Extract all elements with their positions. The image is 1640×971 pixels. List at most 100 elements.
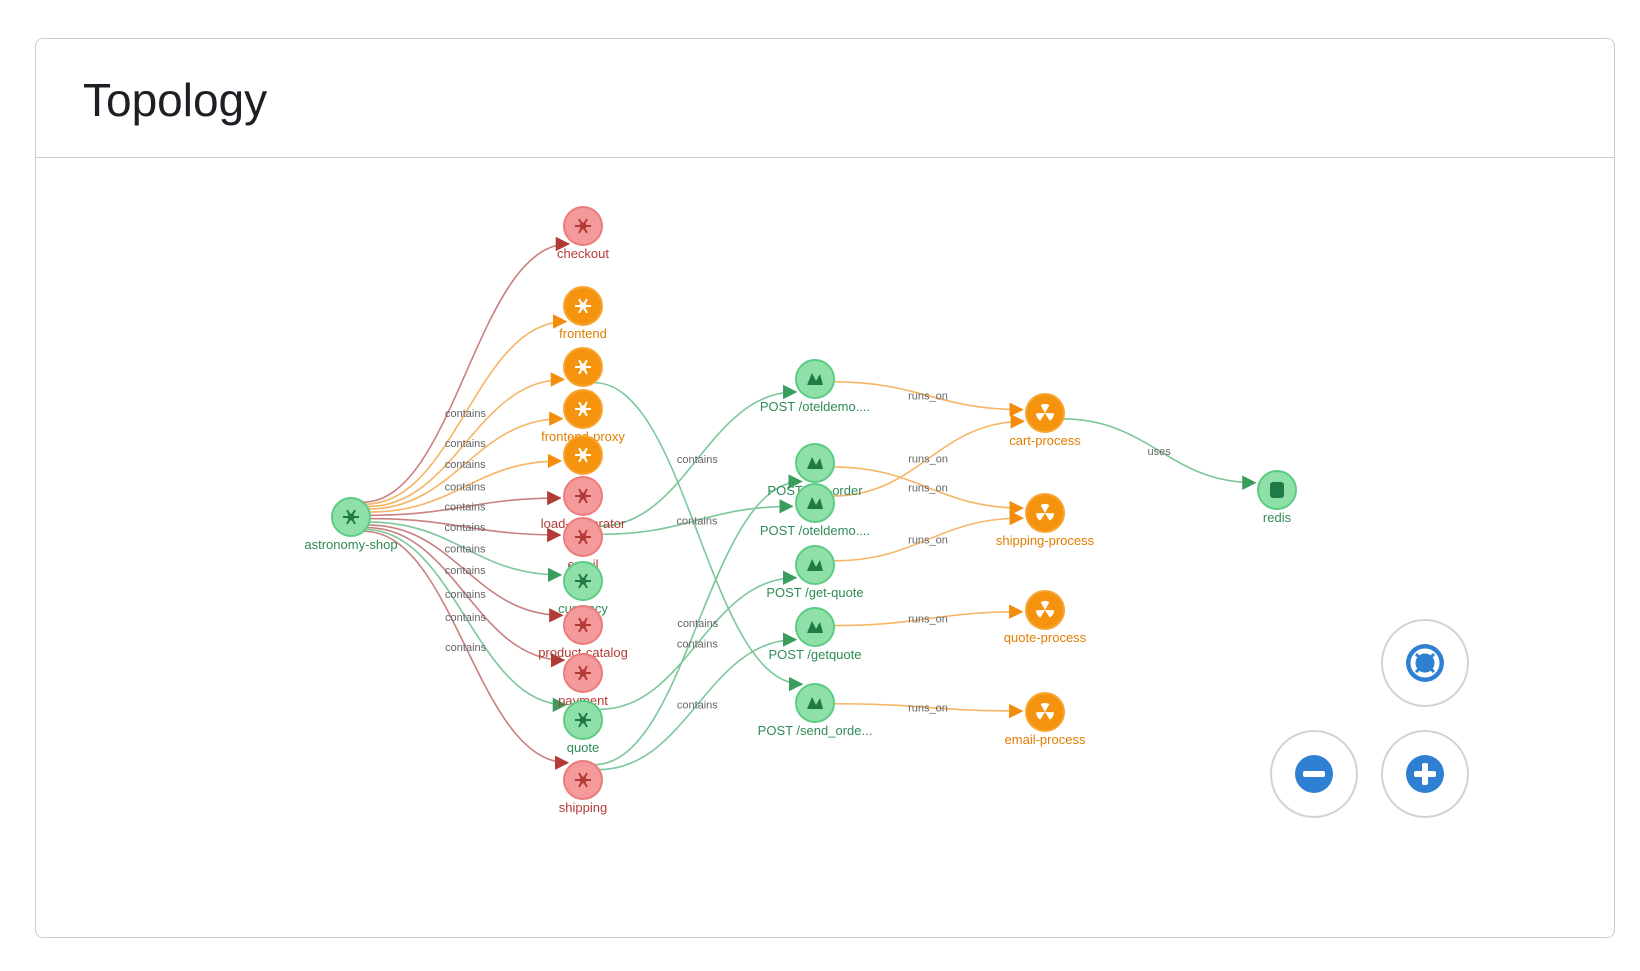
graph-edge[interactable] [369,453,563,513]
service-icon [575,573,591,589]
edge-label: uses [1147,446,1171,458]
graph-node-post-oteldemo-2[interactable]: POST /oteldemo.... [760,483,870,538]
service-icon [575,401,591,417]
graph-edge[interactable] [363,530,570,770]
edge-label: contains [445,543,486,555]
endpoint-icon [807,621,823,633]
node-label: quote [567,740,600,755]
edge-label: contains [445,522,486,534]
graph-node-redis[interactable]: redis [1257,470,1297,525]
edge-label: runs_on [908,454,948,466]
edge-label: contains [677,454,718,466]
edge-label: contains [445,612,486,624]
node-label: cart-process [1009,433,1081,448]
edge-label: contains [445,482,486,494]
graph-edge[interactable] [365,314,568,506]
graph-node-email-process[interactable]: email-process [1005,692,1086,747]
graph-node-payment[interactable]: payment [558,653,608,708]
graph-edge[interactable] [368,524,564,623]
node-label: quote-process [1004,630,1087,645]
graph-edge[interactable] [369,490,562,517]
graph-edge[interactable] [833,380,1024,417]
service-icon [575,447,591,463]
graph-node-shipping[interactable]: shipping [559,760,607,815]
zoom-out-button[interactable] [1270,730,1358,818]
graph-node-checkout[interactable]: checkout [557,206,609,261]
edge-label: contains [445,502,486,514]
endpoint-icon [807,373,823,385]
edge-label: contains [677,639,718,651]
graph-edge[interactable] [366,526,566,668]
edge-label: contains [445,438,486,450]
edge-label: contains [677,700,718,712]
graph-node-cart-process[interactable]: cart-process [1009,393,1081,448]
edge-label: runs_on [908,702,948,714]
endpoint-icon [807,697,823,709]
graph-edge[interactable] [593,381,804,692]
graph-node-shipping-process[interactable]: shipping-process [996,493,1095,548]
graph-edge[interactable] [601,499,794,536]
process-icon [1036,504,1054,521]
service-icon [575,772,591,788]
graph-edge[interactable] [368,411,564,510]
edge-label: runs_on [908,483,948,495]
zoom-in-button[interactable] [1381,730,1469,818]
graph-edge[interactable] [1063,418,1257,490]
graph-node-product-catalog[interactable]: product-catalog [538,605,628,660]
minus-circle-icon [1295,755,1333,793]
node-label: astronomy-shop [304,537,397,552]
endpoint-icon [807,559,823,571]
node-label: redis [1263,510,1292,525]
graph-node-frontend[interactable]: frontend [559,286,607,341]
graph-edge[interactable] [833,510,1025,562]
edge-label: contains [445,589,486,601]
node-label: product-catalog [538,645,628,660]
node-label: POST /get-quote [766,585,863,600]
graph-edge[interactable] [833,604,1024,627]
graph-edge[interactable] [598,384,798,528]
graph-node-post-send-order[interactable]: POST /send_orde... [758,683,873,738]
graph-edge[interactable] [365,528,568,713]
graph-node-astronomy-shop[interactable]: astronomy-shop [304,497,398,552]
service-icon [575,359,591,375]
node-label: POST /oteldemo.... [760,523,870,538]
graph-edge[interactable] [362,236,571,503]
graph-edge[interactable] [369,517,562,543]
graph-node-quote[interactable]: quote [563,700,603,755]
graph-edge[interactable] [594,474,803,766]
edge-label: runs_on [908,534,948,546]
process-icon [1036,601,1054,618]
edge-label: contains [445,642,486,654]
node-label: POST /getquote [769,647,862,662]
graph-node-quote-process[interactable]: quote-process [1004,590,1087,645]
graph-edge[interactable] [598,632,798,771]
service-icon [575,712,591,728]
node-label: shipping-process [996,533,1095,548]
graph-edge[interactable] [832,414,1026,497]
lifebuoy-icon [1406,644,1444,682]
fit-view-button[interactable] [1381,619,1469,707]
service-icon [575,488,591,504]
graph-edge[interactable] [369,521,563,583]
service-icon [575,298,591,314]
plus-circle-icon [1406,755,1444,793]
edge-label: runs_on [908,614,948,626]
edge-label: contains [445,408,486,420]
node-label: POST /send_orde... [758,723,873,738]
process-icon [1036,404,1054,421]
graph-edge[interactable] [833,466,1024,516]
graph-edge[interactable] [833,702,1024,719]
graph-node-post-get-quote[interactable]: POST /get-quote [766,545,864,600]
service-icon [575,665,591,681]
service-icon [575,218,591,234]
process-icon [1036,703,1054,720]
graph-edge[interactable] [598,570,798,711]
card-header: Topology [36,39,1614,158]
graph-node-post-oteldemo-1[interactable]: POST /oteldemo.... [760,359,870,414]
endpoint-icon [807,457,823,469]
graph-node-frontend-proxy[interactable]: frontend-proxy [541,389,625,444]
service-icon [575,617,591,633]
graph-node-post-getquote[interactable]: POST /getquote [769,607,862,662]
graph-edge[interactable] [366,372,566,508]
